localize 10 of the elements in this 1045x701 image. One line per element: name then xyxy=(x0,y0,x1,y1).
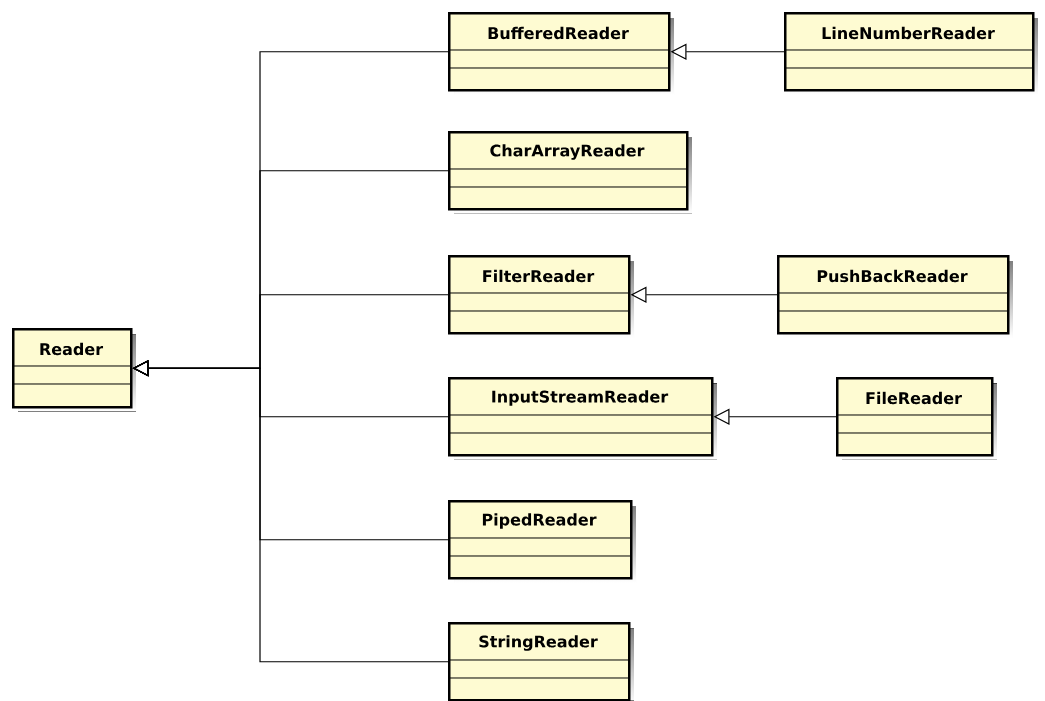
class-box: LineNumberReader xyxy=(783,12,1038,95)
class-box: Reader xyxy=(11,328,136,412)
class-box: BufferedReader xyxy=(447,12,674,95)
class-box: PipedReader xyxy=(447,500,636,583)
class-box: FilterReader xyxy=(447,255,634,338)
class-box: CharArrayReader xyxy=(447,131,692,214)
class-box: InputStreamReader xyxy=(447,377,717,460)
class-box: FileReader xyxy=(835,377,997,460)
class-box: PushBackReader xyxy=(776,255,1013,338)
class-box: StringReader xyxy=(447,622,634,701)
